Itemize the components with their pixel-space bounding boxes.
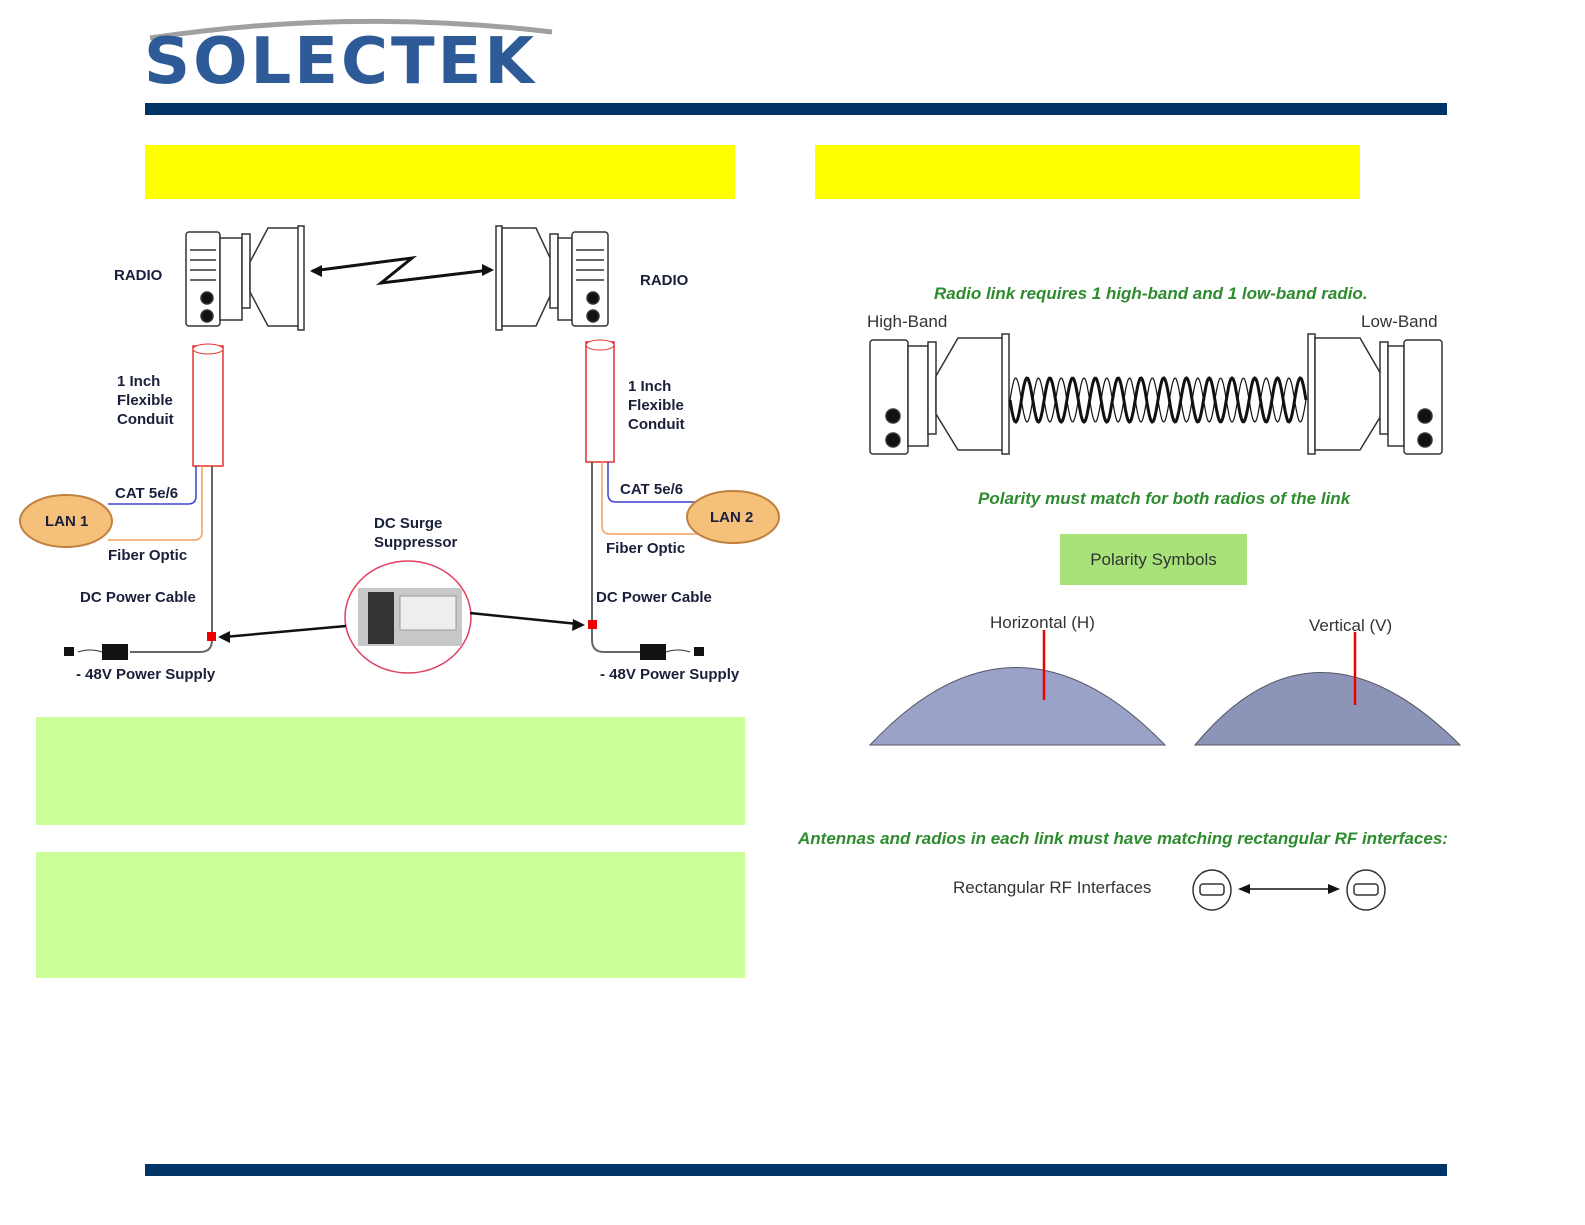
radio-unit-left	[185, 225, 305, 331]
band-caption: Radio link requires 1 high-band and 1 lo…	[934, 284, 1368, 303]
conduit-left-line2: Flexible	[117, 392, 173, 409]
label-lan1: LAN 1	[45, 513, 89, 530]
header-rule	[145, 103, 1447, 115]
company-logo: SOLECTEK	[144, 25, 537, 99]
label-high-band: High-Band	[867, 312, 948, 331]
label-psu-right: - 48V Power Supply	[600, 666, 740, 683]
left-title-banner	[145, 145, 735, 199]
conduit-right-line3: Conduit	[628, 416, 685, 433]
note-box-2	[36, 852, 745, 978]
lan2-cloud	[686, 490, 780, 544]
label-psu-left: - 48V Power Supply	[76, 666, 216, 683]
rf-interface-icon-right	[1346, 869, 1386, 911]
label-surge: DC Surge Suppressor	[374, 514, 457, 552]
label-cat-left: CAT 5e/6	[115, 485, 179, 502]
conduit-left-line1: 1 Inch	[117, 373, 161, 390]
lan1-cloud	[19, 494, 113, 548]
rf-caption: Antennas and radios in each link must ha…	[798, 829, 1448, 848]
conduit-right	[585, 341, 615, 463]
high-band-radio	[869, 333, 1010, 455]
right-title-banner	[815, 145, 1360, 199]
conduit-left-line3: Conduit	[117, 411, 174, 428]
wave-b	[1009, 377, 1307, 423]
label-rf-interfaces: Rectangular RF Interfaces	[953, 878, 1152, 897]
rf-interface-icon-left	[1192, 869, 1232, 911]
conduit-right-line2: Flexible	[628, 397, 684, 414]
polarity-symbols-label: Polarity Symbols	[1060, 534, 1247, 585]
logo-swoosh	[0, 0, 1585, 60]
polarity-caption: Polarity must match for both radios of t…	[978, 489, 1351, 508]
vertical-polarity-image	[1193, 672, 1462, 746]
installation-diagram	[0, 0, 790, 700]
horizontal-polarity-image	[868, 667, 1167, 746]
label-lan2: LAN 2	[710, 509, 754, 526]
label-horizontal: Horizontal (H)	[990, 613, 1095, 632]
label-fiber-right: Fiber Optic	[606, 540, 686, 557]
note-box-1	[36, 717, 745, 825]
radio-unit-right	[495, 225, 609, 331]
label-vertical: Vertical (V)	[1309, 616, 1393, 635]
label-fiber-left: Fiber Optic	[108, 547, 188, 564]
label-radio-left: RADIO	[114, 267, 163, 284]
wave-a	[1008, 376, 1308, 424]
label-conduit-left: 1 Inch Flexible Conduit	[117, 372, 174, 429]
wireless-link-arrow	[311, 255, 491, 286]
label-dc-right: DC Power Cable	[596, 589, 712, 606]
diagram-drawing	[19, 225, 780, 674]
low-band-radio	[1307, 333, 1443, 455]
label-radio-right: RADIO	[640, 272, 689, 289]
conduit-left	[192, 345, 224, 467]
label-conduit-right: 1 Inch Flexible Conduit	[628, 377, 685, 434]
surge-line2: Suppressor	[374, 534, 458, 551]
label-dc-left: DC Power Cable	[80, 589, 196, 606]
conduit-right-line1: 1 Inch	[628, 378, 672, 395]
label-cat-right: CAT 5e/6	[620, 481, 684, 498]
footer-rule	[145, 1164, 1447, 1176]
label-low-band: Low-Band	[1361, 312, 1438, 331]
surge-line1: DC Surge	[374, 515, 443, 532]
